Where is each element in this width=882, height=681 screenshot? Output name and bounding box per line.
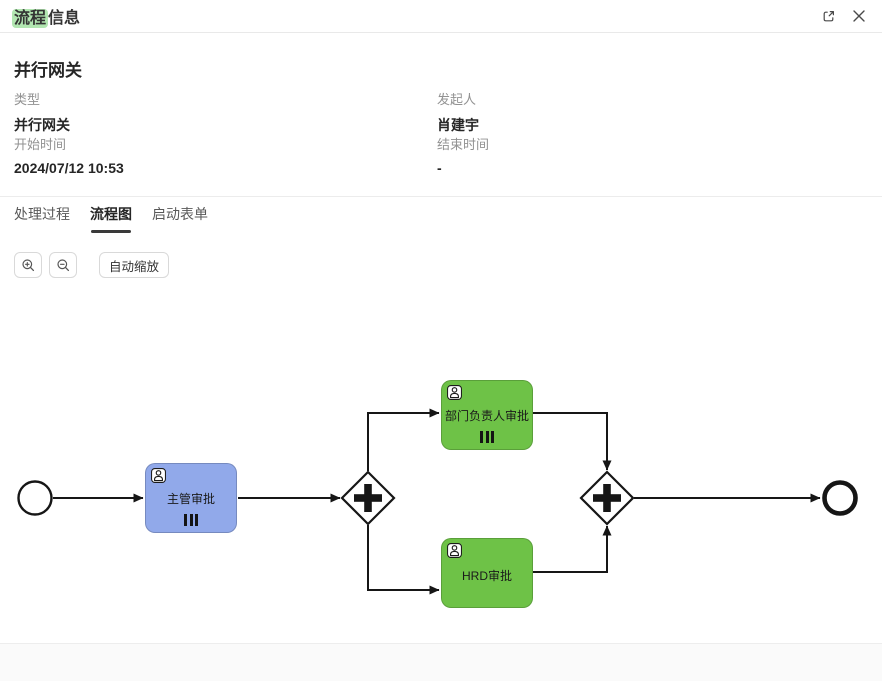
tab-start-form[interactable]: 启动表单: [152, 206, 208, 222]
task-supervisor-approval[interactable]: 主管审批: [145, 463, 237, 533]
flow-fork-to-dept-head: [367, 408, 440, 471]
tab-flow-diagram[interactable]: 流程图: [90, 204, 132, 233]
section-divider: [0, 196, 882, 197]
multi-instance-marker: [146, 514, 236, 526]
zoom-out-icon: [56, 258, 69, 271]
field-end-time: 结束时间 -: [437, 134, 757, 176]
task-label: 部门负责人审批: [444, 409, 529, 423]
task-label: 主管审批: [166, 492, 215, 506]
task-hrd-approval[interactable]: HRD审批: [441, 538, 533, 608]
close-button[interactable]: [850, 7, 868, 25]
field-label: 开始时间: [14, 137, 67, 152]
sequence-flows: [53, 408, 821, 595]
zoom-out-button[interactable]: [49, 252, 77, 278]
tab-bar: 处理过程 流程图 启动表单: [14, 204, 208, 233]
field-label: 发起人: [437, 92, 477, 107]
flow-hrd-to-join: [533, 525, 612, 573]
user-task-icon: [447, 543, 462, 558]
dialog-header: 流程信息: [0, 0, 882, 33]
task-label: HRD审批: [462, 569, 512, 583]
node-heading: 并行网关: [14, 61, 82, 80]
dialog-footer: [0, 643, 882, 681]
flow-dept-head-to-join: [533, 412, 612, 471]
dialog-title: 流程信息: [12, 4, 81, 28]
field-value: -: [437, 160, 442, 176]
auto-zoom-button[interactable]: 自动缩放: [99, 252, 170, 278]
expand-button[interactable]: [819, 7, 838, 26]
expand-icon: [823, 10, 834, 21]
field-start-time: 开始时间 2024/07/12 10:53: [14, 134, 334, 176]
parallel-gateway-join[interactable]: [579, 470, 635, 526]
close-icon: [853, 10, 865, 22]
start-event[interactable]: [17, 480, 53, 516]
tab-process-history[interactable]: 处理过程: [14, 206, 70, 222]
field-type: 类型 并行网关: [14, 89, 334, 135]
field-value: 并行网关: [14, 117, 70, 133]
user-task-icon: [447, 385, 462, 400]
field-value: 2024/07/12 10:53: [14, 160, 124, 176]
dialog-header-actions: [819, 7, 868, 26]
parallel-gateway-fork[interactable]: [340, 470, 396, 526]
dialog-title-rest: 信息: [48, 10, 81, 27]
diagram-toolbar: 自动缩放: [14, 252, 170, 278]
zoom-in-icon: [21, 258, 34, 271]
user-task-icon: [151, 468, 166, 483]
end-event[interactable]: [822, 480, 858, 516]
field-initiator: 发起人 肖建宇: [437, 89, 757, 135]
flow-fork-to-hrd: [367, 525, 440, 595]
dialog-title-highlighted: 流程: [12, 9, 49, 28]
zoom-in-button[interactable]: [14, 252, 42, 278]
field-value: 肖建宇: [437, 117, 479, 133]
field-label: 结束时间: [437, 137, 490, 152]
multi-instance-marker: [442, 431, 532, 443]
task-dept-head-approval[interactable]: 部门负责人审批: [441, 380, 533, 450]
field-label: 类型: [14, 92, 41, 107]
